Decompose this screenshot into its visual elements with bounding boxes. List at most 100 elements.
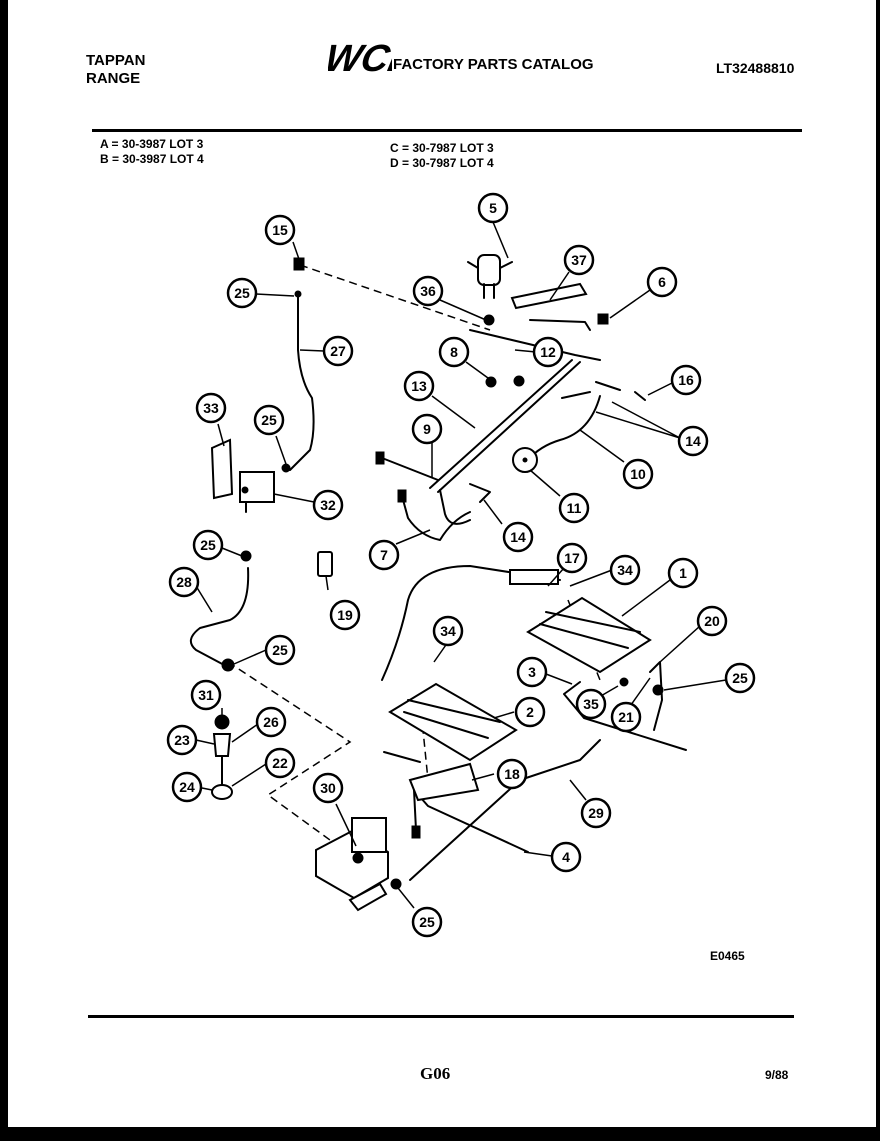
callout-25-c: 25 [192, 529, 224, 561]
callout-8: 8 [438, 336, 470, 368]
svg-text:18: 18 [504, 766, 520, 782]
svg-text:16: 16 [678, 372, 694, 388]
callout-19: 19 [329, 599, 361, 631]
callout-11: 11 [558, 492, 590, 524]
callout-31: 31 [190, 679, 222, 711]
header-rule [92, 129, 802, 132]
callout-20: 20 [696, 605, 728, 637]
callout-22: 22 [264, 747, 296, 779]
svg-text:36: 36 [420, 283, 436, 299]
svg-text:28: 28 [176, 574, 192, 590]
svg-text:19: 19 [337, 607, 353, 623]
svg-text:30: 30 [320, 780, 336, 796]
model-list-right: C = 30-7987 LOT 3 D = 30-7987 LOT 4 [390, 141, 494, 171]
svg-text:32: 32 [320, 497, 336, 513]
svg-text:21: 21 [618, 709, 634, 725]
svg-text:8: 8 [450, 344, 458, 360]
revision-date: 9/88 [765, 1068, 789, 1082]
model-b: B = 30-3987 LOT 4 [100, 152, 204, 166]
callout-29: 29 [580, 797, 612, 829]
brand-name: TAPPAN [86, 52, 146, 69]
callout-18: 18 [496, 758, 528, 790]
svg-text:20: 20 [704, 613, 720, 629]
manifold-bracket [510, 282, 609, 331]
callout-25-b: 25 [253, 404, 285, 436]
leader-lines [195, 221, 727, 909]
svg-text:35: 35 [583, 696, 599, 712]
svg-text:5: 5 [489, 200, 497, 216]
svg-text:1: 1 [679, 565, 687, 581]
callout-32: 32 [312, 489, 344, 521]
document-number: LT32488810 [716, 60, 795, 76]
svg-text:34: 34 [440, 623, 456, 639]
svg-text:37: 37 [571, 252, 587, 268]
svg-text:17: 17 [564, 550, 580, 566]
callout-27: 27 [322, 335, 354, 367]
callout-15: 15 [264, 214, 296, 246]
svg-text:24: 24 [179, 779, 195, 795]
callout-25-f: 25 [411, 906, 443, 938]
callout-33: 33 [195, 392, 227, 424]
svg-text:14: 14 [685, 433, 701, 449]
svg-text:3: 3 [528, 664, 536, 680]
callout-37: 37 [563, 244, 595, 276]
svg-text:6: 6 [658, 274, 666, 290]
callout-14-a: 14 [677, 425, 709, 457]
callout-36: 36 [412, 275, 444, 307]
callout-25-d: 25 [724, 662, 756, 694]
wci-logo: WCI [328, 38, 392, 78]
svg-text:33: 33 [203, 400, 219, 416]
callout-3: 3 [516, 656, 548, 688]
svg-text:4: 4 [562, 849, 570, 865]
page-id: G06 [420, 1064, 451, 1083]
callout-14-b: 14 [502, 521, 534, 553]
callout-5: 5 [477, 192, 509, 224]
callout-2: 2 [514, 696, 546, 728]
svg-text:26: 26 [263, 714, 279, 730]
callout-26: 26 [255, 706, 287, 738]
svg-text:9: 9 [423, 421, 431, 437]
svg-text:7: 7 [380, 547, 388, 563]
wci-logo-text: WCI [328, 38, 392, 78]
svg-text:25: 25 [261, 412, 277, 428]
svg-text:22: 22 [272, 755, 288, 771]
model-a: A = 30-3987 LOT 3 [100, 137, 204, 151]
callout-21: 21 [610, 701, 642, 733]
model-list-left: A = 30-3987 LOT 3 B = 30-3987 LOT 4 [100, 137, 204, 167]
callout-7: 7 [368, 539, 400, 571]
svg-text:15: 15 [272, 222, 288, 238]
brand-header: TAPPAN RANGE [86, 52, 145, 88]
svg-text:25: 25 [234, 285, 250, 301]
model-d: D = 30-7987 LOT 4 [390, 156, 494, 170]
svg-text:27: 27 [330, 343, 346, 359]
callout-17: 17 [556, 542, 588, 574]
svg-text:25: 25 [272, 642, 288, 658]
callout-34-b: 34 [432, 615, 464, 647]
svg-text:14: 14 [510, 529, 526, 545]
callout-12: 12 [532, 336, 564, 368]
svg-text:31: 31 [198, 687, 214, 703]
top-valve [467, 254, 513, 326]
svg-text:34: 34 [617, 562, 633, 578]
svg-text:25: 25 [732, 670, 748, 686]
svg-text:10: 10 [630, 466, 646, 482]
svg-text:2: 2 [526, 704, 534, 720]
svg-text:25: 25 [419, 914, 435, 930]
callout-34-a: 34 [609, 554, 641, 586]
callout-24: 24 [171, 771, 203, 803]
callout-25-a: 25 [226, 277, 258, 309]
callout-4: 4 [550, 841, 582, 873]
catalog-title: FACTORY PARTS CATALOG [393, 56, 594, 73]
callout-10: 10 [622, 458, 654, 490]
product-name: RANGE [86, 70, 141, 87]
callout-6: 6 [646, 266, 678, 298]
callout-28: 28 [168, 566, 200, 598]
callout-13: 13 [403, 370, 435, 402]
catalog-page [8, 0, 876, 1127]
svg-text:11: 11 [567, 500, 582, 516]
callout-35: 35 [575, 688, 607, 720]
figure-id: E0465 [710, 949, 745, 963]
svg-text:29: 29 [588, 805, 604, 821]
svg-text:25: 25 [200, 537, 216, 553]
